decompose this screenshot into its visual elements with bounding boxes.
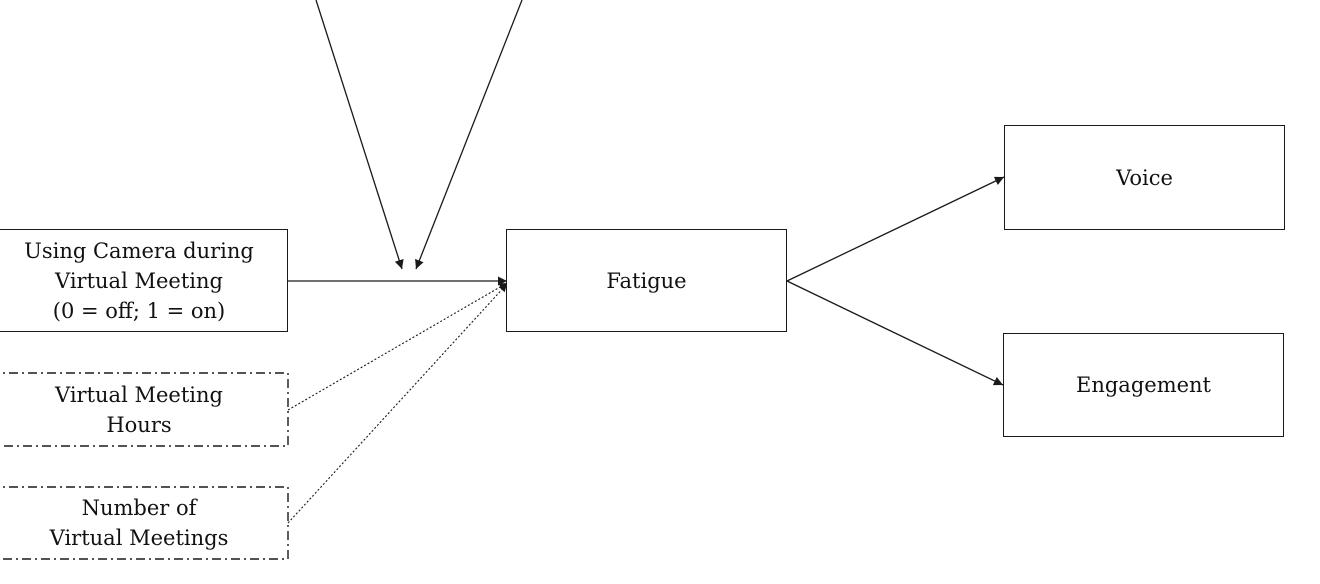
number-node: Number of Virtual Meetings [0,487,288,559]
edge-number-fatigue [287,283,508,524]
fatigue-node: Fatigue [506,229,787,332]
hours-node: Virtual Meeting Hours [0,373,288,446]
edge-hours-fatigue [287,282,508,411]
number-node-line-2: Virtual Meetings [49,526,229,550]
engagement-node: Engagement [1003,333,1284,437]
voice-node-label: Voice [1116,165,1173,190]
edge-moderator-1 [315,0,404,270]
edge-moderator-2 [415,0,523,270]
camera-node-line-3: (0 = off; 1 = on) [52,298,226,323]
voice-node: Voice [1004,125,1285,230]
camera-node: Using Camera during Virtual Meeting (0 =… [0,229,288,332]
edge-fatigue-engagement [786,280,1004,386]
engagement-node-label: Engagement [1076,373,1211,397]
camera-node-line-1: Using Camera during [24,238,254,263]
hours-node-line-1: Virtual Meeting [55,382,223,407]
number-box-border [0,486,289,560]
fatigue-node-label: Fatigue [606,268,687,293]
edge-fatigue-voice [786,176,1005,282]
hours-node-line-2: Hours [106,412,172,437]
camera-node-line-2: Virtual Meeting [55,268,223,293]
number-node-line-1: Number of [81,496,197,520]
hours-box-border [0,372,289,447]
